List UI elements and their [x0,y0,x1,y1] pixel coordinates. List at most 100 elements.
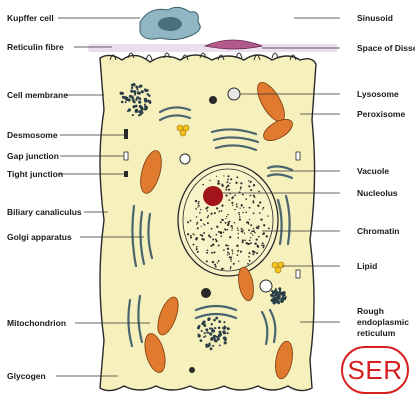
chromatin-granule [231,261,232,262]
label-space-of-disse: Space of Disse [357,43,415,53]
glycogen-granule [132,95,134,97]
chromatin-granule [190,220,192,222]
chromatin-granule [253,195,255,197]
glycogen-granule [211,328,213,330]
chromatin-granule [247,263,249,265]
chromatin-granule [227,229,228,230]
label-lysosome: Lysosome [357,89,399,99]
chromatin-granule [234,194,236,196]
label-tight-junction: Tight junction [7,169,63,179]
chromatin-granule [231,229,232,230]
chromatin-granule [225,244,227,246]
glycogen-granule [210,347,213,350]
chromatin-granule [221,268,223,270]
chromatin-granule [227,251,229,253]
chromatin-granule [252,250,254,252]
glycogen-granule [141,90,144,93]
chromatin-granule [240,208,241,209]
glycogen-granule [132,105,135,108]
chromatin-granule [221,204,223,206]
glycogen-granule [272,295,275,298]
glycogen-granule [270,294,272,296]
chromatin-granule [190,236,192,238]
chromatin-granule [268,227,270,229]
chromatin-granule [242,194,244,196]
chromatin-granule [256,226,258,228]
chromatin-granule [261,244,263,246]
lipid-droplet [275,267,281,273]
glycogen-granule [278,302,280,304]
glycogen-granule [214,327,216,329]
chromatin-granule [217,180,219,182]
chromatin-granule [211,213,213,215]
glycogen-granule [219,333,222,336]
glycogen-granule [204,332,206,334]
glycogen-granule [223,321,225,323]
glycogen-granule [274,292,277,295]
chromatin-granule [242,239,244,241]
chromatin-granule [253,212,255,214]
chromatin-granule [199,212,201,214]
chromatin-granule [221,235,223,237]
chromatin-granule [196,216,197,217]
label-lipid: Lipid [357,261,377,271]
glycogen-granule [215,317,218,320]
label-biliary-canaliculus: Biliary canaliculus [7,207,82,217]
chromatin-granule [253,230,255,232]
glycogen-granule [135,110,137,112]
chromatin-granule [237,230,239,232]
glycogen-granule [141,111,144,114]
chromatin-granule [225,194,227,196]
chromatin-granule [195,208,197,210]
chromatin-granule [222,219,224,221]
chromatin-granule [262,242,264,244]
chromatin-granule [227,224,229,226]
peroxisome [189,367,195,373]
chromatin-granule [215,239,217,241]
chromatin-granule [219,231,221,233]
chromatin-granule [239,219,241,221]
chromatin-granule [228,253,230,255]
chromatin-granule [229,221,231,223]
chromatin-granule [219,183,220,184]
label-gap-junction: Gap junction [7,151,59,161]
glycogen-granule [201,322,204,325]
ser-badge: SER [341,346,409,394]
glycogen-granule [125,101,127,103]
chromatin-granule [238,233,239,234]
chromatin-granule [254,243,256,245]
chromatin-granule [237,237,239,239]
chromatin-granule [223,175,224,176]
chromatin-granule [218,260,220,262]
chromatin-granule [252,234,253,235]
chromatin-granule [190,235,192,237]
chromatin-granule [257,246,259,248]
glycogen-granule [132,114,134,116]
chromatin-granule [250,195,252,197]
chromatin-granule [227,214,229,216]
chromatin-granule [247,221,249,223]
glycogen-granule [275,288,277,290]
glycogen-granule [206,331,208,333]
glycogen-granule [132,83,135,86]
label-glycogen: Glycogen [7,371,46,381]
chromatin-granule [223,249,225,251]
chromatin-granule [231,202,233,204]
chromatin-granule [231,249,232,250]
chromatin-granule [187,233,189,235]
chromatin-granule [227,254,228,255]
chromatin-granule [215,266,217,268]
chromatin-granule [237,250,239,252]
chromatin-granule [250,237,251,238]
chromatin-granule [236,245,238,247]
chromatin-granule [212,239,214,241]
chromatin-granule [248,252,250,254]
chromatin-granule [263,207,265,209]
chromatin-granule [218,211,220,213]
chromatin-granule [232,196,234,198]
chromatin-granule [240,188,242,190]
chromatin-granule [196,248,198,250]
glycogen-granule [213,319,216,322]
chromatin-granule [266,235,268,237]
right-junction-marker [296,152,300,160]
